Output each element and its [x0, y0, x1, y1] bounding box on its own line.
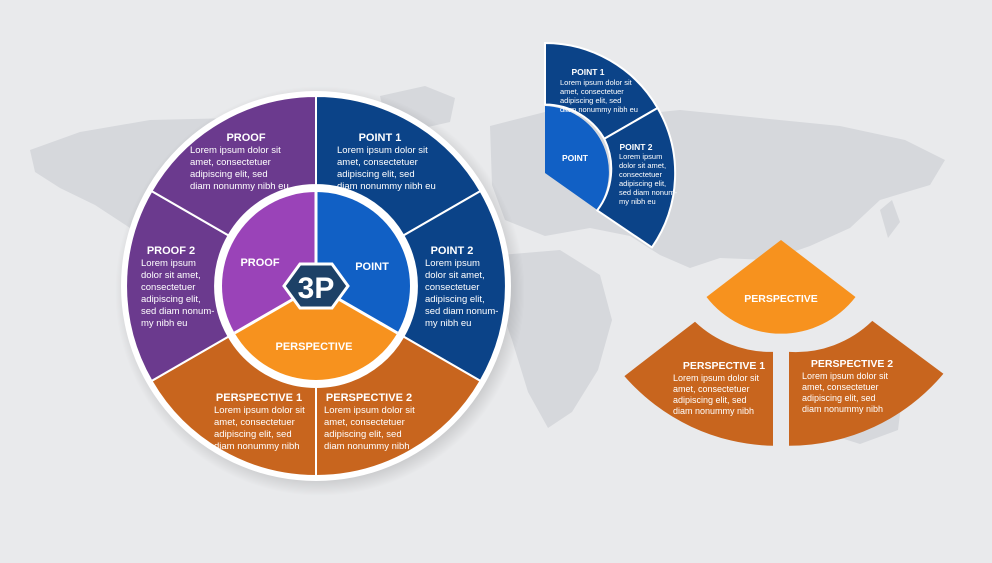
proof-body: Lorem ipsum dolor sit amet, consectetuer… — [190, 145, 289, 192]
center-badge-text: 3P — [298, 272, 335, 305]
fan-point1-line: Lorem ipsum dolor sit — [560, 78, 633, 87]
fan-point-core[interactable] — [545, 106, 609, 210]
fan-perspective2-line: amet, consectetuer — [802, 382, 879, 392]
fan-perspective2-segment[interactable] — [789, 320, 944, 446]
fan-point2-line: dolor sit amet, — [619, 161, 666, 170]
fan-point1-title: POINT 1 — [571, 67, 604, 77]
main-wheel: 3P PROOF POINT PERSPECTIVE PROOF Lorem i… — [115, 86, 525, 496]
proof2-line: sed diam nonum- — [141, 306, 214, 317]
point2-line: my nibh eu — [425, 318, 471, 329]
perspective1-line: Lorem ipsum dolor sit — [214, 405, 305, 416]
fan-point2-title: POINT 2 — [619, 142, 652, 152]
fan-point2-line: adipiscing elit, — [619, 179, 666, 188]
fan-perspective2-line: adipiscing elit, sed — [802, 393, 876, 403]
perspective-fan: PERSPECTIVE PERSPECTIVE 1 Lorem ipsum do… — [624, 240, 944, 446]
fan-perspective2-line: diam nonummy nibh — [802, 404, 883, 414]
perspective1-line: amet, consectetuer — [214, 417, 295, 428]
fan-point1-line: amet, consectetuer — [560, 87, 624, 96]
proof-line: diam nonummy nibh eu — [190, 181, 289, 192]
proof-line: adipiscing elit, sed — [190, 169, 268, 180]
fan-perspective1-body: Lorem ipsum dolor sit amet, consectetuer… — [673, 373, 760, 416]
fan-perspective-core[interactable] — [706, 240, 856, 334]
inner-label-point: POINT — [355, 261, 389, 273]
fan-point2-line: Lorem ipsum — [619, 152, 662, 161]
inner-label-proof: PROOF — [240, 257, 279, 269]
fan-point1-line: adipiscing elit, sed — [560, 96, 621, 105]
fan-point2-line: sed diam nonum- — [619, 188, 677, 197]
perspective2-line: Lorem ipsum dolor sit — [324, 405, 415, 416]
point1-line: diam nonummy nibh eu — [337, 181, 436, 192]
proof2-line: adipiscing elit, — [141, 294, 201, 305]
fan-perspective2-body: Lorem ipsum dolor sit amet, consectetuer… — [802, 371, 889, 414]
inner-label-perspective: PERSPECTIVE — [275, 341, 352, 353]
perspective2-body: Lorem ipsum dolor sit amet, consectetuer… — [324, 405, 415, 452]
point1-line: Lorem ipsum dolor sit — [337, 145, 428, 156]
fan-perspective2-line: Lorem ipsum dolor sit — [802, 371, 889, 381]
proof-line: amet, consectetuer — [190, 157, 271, 168]
point2-line: dolor sit amet, — [425, 270, 485, 281]
fan-perspective-core-label: PERSPECTIVE — [744, 293, 818, 305]
fan-point-core-label: POINT — [562, 153, 589, 163]
fan-perspective1-line: amet, consectetuer — [673, 384, 750, 394]
fan-perspective1-line: diam nonummy nibh — [673, 406, 754, 416]
proof2-line: consectetuer — [141, 282, 195, 293]
point-fan: POINT POINT 1 Lorem ipsum dolor sit amet… — [544, 41, 677, 249]
perspective2-line: adipiscing elit, sed — [324, 429, 402, 440]
fan-point1-line: diam nonummy nibh eu — [560, 105, 638, 114]
fan-perspective1-line: adipiscing elit, sed — [673, 395, 747, 405]
proof2-line: Lorem ipsum — [141, 258, 196, 269]
center-hexagon — [282, 262, 350, 310]
perspective1-title: PERSPECTIVE 1 — [216, 392, 302, 404]
map-japan — [880, 200, 900, 238]
point2-body: Lorem ipsum dolor sit amet, consectetuer… — [425, 258, 498, 329]
perspective2-line: amet, consectetuer — [324, 417, 405, 428]
point2-line: sed diam nonum- — [425, 306, 498, 317]
proof2-line: my nibh eu — [141, 318, 187, 329]
fan-perspective1-title: PERSPECTIVE 1 — [683, 360, 765, 372]
perspective2-line: diam nonummy nibh — [324, 441, 410, 452]
perspective2-title: PERSPECTIVE 2 — [326, 392, 412, 404]
inner-segment-perspective[interactable] — [234, 286, 398, 380]
proof2-title: PROOF 2 — [147, 245, 195, 257]
fan-point1-body: Lorem ipsum dolor sit amet, consectetuer… — [560, 78, 638, 114]
point2-title: POINT 2 — [431, 245, 474, 257]
perspective1-body: Lorem ipsum dolor sit amet, consectetuer… — [214, 405, 305, 452]
fan-point2-body: Lorem ipsum dolor sit amet, consectetuer… — [619, 152, 677, 206]
perspective1-line: adipiscing elit, sed — [214, 429, 292, 440]
fan-perspective1-line: Lorem ipsum dolor sit — [673, 373, 760, 383]
proof-title: PROOF — [226, 132, 265, 144]
point1-body: Lorem ipsum dolor sit amet, consectetuer… — [337, 145, 436, 192]
point2-line: Lorem ipsum — [425, 258, 480, 269]
perspective1-line: diam nonummy nibh — [214, 441, 300, 452]
point1-line: amet, consectetuer — [337, 157, 418, 168]
map-africa — [496, 250, 612, 428]
point2-line: adipiscing elit, — [425, 294, 485, 305]
proof-line: Lorem ipsum dolor sit — [190, 145, 281, 156]
proof2-line: dolor sit amet, — [141, 270, 201, 281]
fan-point2-line: consectetuer — [619, 170, 662, 179]
fan-perspective2-title: PERSPECTIVE 2 — [811, 358, 893, 370]
point1-line: adipiscing elit, sed — [337, 169, 415, 180]
point1-title: POINT 1 — [359, 132, 402, 144]
fan-perspective1-segment[interactable] — [624, 321, 773, 446]
proof2-body: Lorem ipsum dolor sit amet, consectetuer… — [141, 258, 214, 329]
point2-line: consectetuer — [425, 282, 479, 293]
fan-point2-segment[interactable] — [595, 106, 677, 249]
fan-point2-line: my nibh eu — [619, 197, 656, 206]
